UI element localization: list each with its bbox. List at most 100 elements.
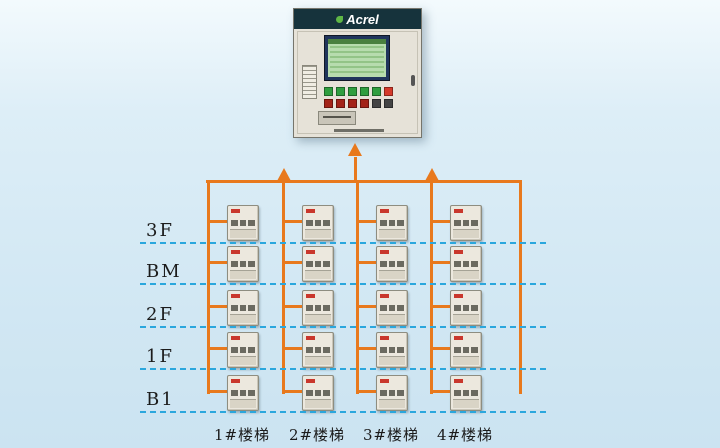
device-brand-mark bbox=[306, 250, 315, 254]
device-module bbox=[376, 375, 408, 411]
device-module bbox=[302, 375, 334, 411]
device-terminals bbox=[306, 305, 331, 311]
floor-divider-line bbox=[140, 326, 546, 328]
device-connector bbox=[282, 347, 302, 350]
device-terminals bbox=[306, 261, 331, 267]
led-icon bbox=[324, 99, 333, 108]
level-meter bbox=[302, 65, 317, 99]
device-module bbox=[376, 246, 408, 282]
device-connector bbox=[207, 220, 227, 223]
floor-label: BM bbox=[146, 261, 182, 282]
led-icon bbox=[372, 87, 381, 96]
device-connector bbox=[356, 220, 376, 223]
device-terminals bbox=[380, 390, 405, 396]
device-terminals bbox=[231, 347, 256, 353]
arrow-up-icon bbox=[425, 168, 439, 181]
device-base bbox=[230, 356, 256, 365]
panel-header: Acrel bbox=[294, 9, 421, 29]
device-connector bbox=[356, 347, 376, 350]
device-terminals bbox=[231, 220, 256, 226]
device-module bbox=[450, 290, 482, 326]
device-terminals bbox=[306, 390, 331, 396]
device-base bbox=[230, 229, 256, 238]
screen-text-lines bbox=[330, 46, 384, 75]
device-base bbox=[305, 229, 331, 238]
device-base bbox=[305, 356, 331, 365]
led-icon bbox=[384, 87, 393, 96]
panel-brand: Acrel bbox=[346, 11, 379, 27]
device-module bbox=[302, 290, 334, 326]
led-icon bbox=[324, 87, 333, 96]
device-terminals bbox=[380, 347, 405, 353]
device-brand-mark bbox=[454, 336, 463, 340]
device-base bbox=[453, 314, 479, 323]
device-brand-mark bbox=[380, 294, 389, 298]
floor-label: B1 bbox=[146, 389, 175, 410]
panel-door bbox=[297, 31, 418, 134]
device-module bbox=[227, 375, 259, 411]
device-module bbox=[376, 290, 408, 326]
device-brand-mark bbox=[380, 336, 389, 340]
device-terminals bbox=[231, 261, 256, 267]
device-brand-mark bbox=[231, 209, 240, 213]
device-connector bbox=[207, 305, 227, 308]
device-connector bbox=[282, 390, 302, 393]
device-brand-mark bbox=[231, 336, 240, 340]
device-module bbox=[302, 205, 334, 241]
device-connector bbox=[430, 347, 450, 350]
device-terminals bbox=[454, 347, 479, 353]
staircase-label: 1#楼梯 bbox=[213, 426, 271, 444]
device-base bbox=[453, 399, 479, 408]
floor-label: 3F bbox=[146, 220, 174, 241]
door-handle-icon bbox=[411, 75, 415, 86]
device-brand-mark bbox=[306, 209, 315, 213]
led-icon bbox=[336, 87, 345, 96]
device-brand-mark bbox=[454, 209, 463, 213]
device-base bbox=[230, 314, 256, 323]
device-brand-mark bbox=[380, 209, 389, 213]
device-base bbox=[305, 314, 331, 323]
device-brand-mark bbox=[380, 250, 389, 254]
device-base bbox=[379, 314, 405, 323]
device-terminals bbox=[454, 261, 479, 267]
panel-footer-text-placeholder bbox=[334, 129, 384, 132]
device-terminals bbox=[231, 390, 256, 396]
device-connector bbox=[282, 220, 302, 223]
device-module bbox=[302, 332, 334, 368]
led-icon bbox=[372, 99, 381, 108]
device-brand-mark bbox=[306, 379, 315, 383]
device-brand-mark bbox=[231, 294, 240, 298]
device-module bbox=[227, 290, 259, 326]
device-module bbox=[227, 246, 259, 282]
device-terminals bbox=[380, 261, 405, 267]
led-icon bbox=[348, 87, 357, 96]
printer-slot bbox=[318, 111, 356, 125]
device-connector bbox=[207, 261, 227, 264]
led-icon bbox=[360, 87, 369, 96]
floor-divider-line bbox=[140, 368, 546, 370]
device-base bbox=[230, 399, 256, 408]
device-brand-mark bbox=[306, 336, 315, 340]
riser-line-2 bbox=[282, 180, 285, 394]
staircase-label: 2#楼梯 bbox=[288, 426, 346, 444]
device-brand-mark bbox=[454, 294, 463, 298]
device-base bbox=[453, 229, 479, 238]
device-base bbox=[379, 229, 405, 238]
device-brand-mark bbox=[231, 250, 240, 254]
device-connector bbox=[282, 261, 302, 264]
device-connector bbox=[430, 261, 450, 264]
led-icon bbox=[360, 99, 369, 108]
device-terminals bbox=[380, 220, 405, 226]
bus-line bbox=[206, 180, 522, 183]
device-terminals bbox=[306, 347, 331, 353]
device-connector bbox=[430, 390, 450, 393]
device-module bbox=[302, 246, 334, 282]
floor-label: 1F bbox=[146, 346, 174, 367]
device-brand-mark bbox=[380, 379, 389, 383]
led-icon bbox=[336, 99, 345, 108]
device-module bbox=[450, 205, 482, 241]
led-icon bbox=[348, 99, 357, 108]
riser-line-3 bbox=[356, 180, 359, 394]
device-base bbox=[453, 270, 479, 279]
